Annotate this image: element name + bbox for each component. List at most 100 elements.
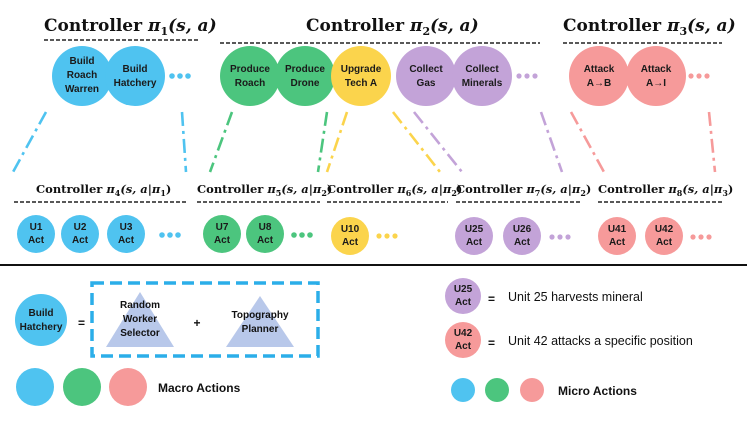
svg-text:Planner: Planner <box>242 324 279 335</box>
controller-2-title: Controller π2(s, a) <box>306 16 479 38</box>
micro-action-u41: U41 Act <box>598 217 636 255</box>
macro-action-collect-minerals: Collect Minerals <box>452 46 512 106</box>
controller-3-title: Controller π3(s, a) <box>563 16 736 38</box>
svg-text:U26: U26 <box>513 224 532 235</box>
ellipsis-dots-blue-top <box>169 73 191 79</box>
connector-yellow-right <box>391 111 442 173</box>
svg-text:A→I: A→I <box>646 78 666 89</box>
connector-red-right <box>707 111 717 173</box>
u25-description: Unit 25 harvests mineral <box>508 290 643 304</box>
svg-text:Selector: Selector <box>120 328 160 339</box>
connector-green-right <box>316 111 329 173</box>
svg-text:Act: Act <box>342 237 359 248</box>
connectors <box>11 111 717 173</box>
micro-action-u7: U7 Act <box>203 215 241 253</box>
svg-text:Act: Act <box>118 235 135 246</box>
ellipsis-dots-red-bottom <box>690 234 712 240</box>
macro-action-build-roach-warren: Build Roach Warren <box>52 46 112 106</box>
legend-build-hatchery: Build Hatchery <box>15 294 67 346</box>
svg-text:Controller π7(s, a|π2): Controller π7(s, a|π2) <box>456 182 591 198</box>
svg-text:Collect: Collect <box>409 64 443 75</box>
svg-text:Warren: Warren <box>65 84 99 95</box>
svg-text:U41: U41 <box>608 224 627 235</box>
legend-u25: U25 Act <box>445 278 481 314</box>
ellipsis-dots-yellow-bottom <box>376 233 398 239</box>
ellipsis-dots-green-bottom <box>291 232 313 238</box>
svg-text:U10: U10 <box>341 224 360 235</box>
connector-green-left <box>208 111 234 173</box>
random-worker-selector-triangle: Random Worker Selector <box>106 292 174 347</box>
macro-action-attack-a-to-i: Attack A→I <box>626 46 686 106</box>
svg-text:U2: U2 <box>74 222 87 233</box>
controller-7-title: Controller π7(s, a|π2) <box>456 182 591 203</box>
svg-text:Minerals: Minerals <box>462 78 503 89</box>
svg-text:Build: Build <box>29 308 54 319</box>
legend-swatch-green-micro <box>485 378 509 402</box>
svg-text:Roach: Roach <box>235 78 266 89</box>
svg-text:U7: U7 <box>216 222 229 233</box>
micro-action-u42: U42 Act <box>645 217 683 255</box>
controller-5-title: Controller π5(s, a|π2) <box>197 182 332 203</box>
svg-text:Hatchery: Hatchery <box>114 78 157 89</box>
svg-text:Act: Act <box>257 235 274 246</box>
svg-text:Controller π5(s, a|π2): Controller π5(s, a|π2) <box>197 182 332 198</box>
controller-6-title: Controller π6(s, a|π2) <box>327 182 462 203</box>
ellipsis-dots-blue-bottom <box>159 232 181 238</box>
micro-actions-label: Micro Actions <box>558 384 637 398</box>
macro-action-collect-gas: Collect Gas <box>396 46 456 106</box>
connector-purple-left <box>412 111 464 173</box>
svg-text:U1: U1 <box>30 222 43 233</box>
macro-action-build-hatchery: Build Hatchery <box>105 46 165 106</box>
svg-text:Hatchery: Hatchery <box>20 322 63 333</box>
svg-text:Topography: Topography <box>231 310 288 321</box>
micro-actions-legend: Micro Actions <box>451 378 637 402</box>
macro-actions-legend: Macro Actions <box>16 368 241 406</box>
svg-text:U42: U42 <box>655 224 674 235</box>
svg-text:U25: U25 <box>454 284 473 295</box>
macro-actions-label: Macro Actions <box>158 381 241 395</box>
ellipsis-dots-purple-top <box>516 73 538 79</box>
svg-text:Collect: Collect <box>465 64 499 75</box>
topography-planner-triangle: Topography Planner <box>226 296 294 347</box>
legend-swatch-green-macro <box>63 368 101 406</box>
legend-swatch-blue-micro <box>451 378 475 402</box>
macro-action-produce-roach: Produce Roach <box>220 46 280 106</box>
svg-text:U25: U25 <box>465 224 484 235</box>
micro-action-u26: U26 Act <box>503 217 541 255</box>
svg-text:Act: Act <box>455 341 472 352</box>
svg-text:Act: Act <box>466 237 483 248</box>
legend-u42: U42 Act <box>445 322 481 358</box>
svg-text:Worker: Worker <box>123 314 157 325</box>
legend-equals-u42: = <box>488 336 495 350</box>
svg-text:Attack: Attack <box>584 64 615 75</box>
legend-equals-sign: = <box>78 316 85 330</box>
svg-text:Build: Build <box>70 56 95 67</box>
controller-4-title: Controller π4(s, a|π1) <box>14 182 186 203</box>
svg-text:Random: Random <box>120 300 160 311</box>
svg-text:Act: Act <box>214 235 231 246</box>
svg-text:Upgrade: Upgrade <box>341 64 382 75</box>
svg-text:U8: U8 <box>259 222 272 233</box>
svg-text:U3: U3 <box>120 222 133 233</box>
ellipsis-dots-red-top <box>688 73 710 79</box>
connector-red-left <box>569 111 606 173</box>
svg-text:Roach: Roach <box>67 70 98 81</box>
svg-text:Produce: Produce <box>230 64 270 75</box>
u42-description: Unit 42 attacks a specific position <box>508 334 693 348</box>
svg-text:Drone: Drone <box>291 78 320 89</box>
micro-action-u2: U2 Act <box>61 215 99 253</box>
micro-action-u25: U25 Act <box>455 217 493 255</box>
connector-purple-right <box>539 111 564 173</box>
macro-action-upgrade-tech-a: Upgrade Tech A <box>331 46 391 106</box>
svg-text:Controller π6(s, a|π2): Controller π6(s, a|π2) <box>327 182 462 198</box>
svg-text:Controller π4(s, a|π1): Controller π4(s, a|π1) <box>36 182 171 198</box>
micro-action-u1: U1 Act <box>17 215 55 253</box>
svg-text:Act: Act <box>514 237 531 248</box>
svg-text:Attack: Attack <box>641 64 672 75</box>
ellipsis-dots-purple-bottom <box>549 234 571 240</box>
svg-text:Act: Act <box>656 237 673 248</box>
svg-text:Act: Act <box>455 297 472 308</box>
macro-action-produce-drone: Produce Drone <box>275 46 335 106</box>
svg-text:Produce: Produce <box>285 64 325 75</box>
